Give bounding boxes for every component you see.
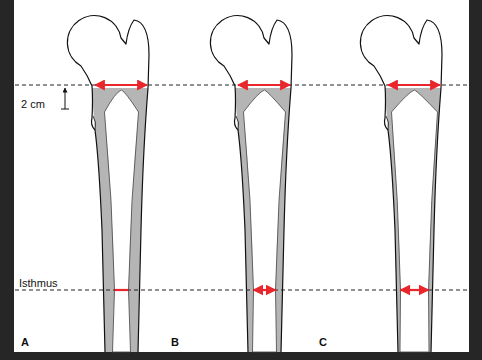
- isthmus-label: Isthmus: [17, 277, 60, 289]
- cortical-bone: [92, 88, 148, 352]
- femur-outline: [360, 16, 442, 352]
- medullary-canal: [244, 90, 286, 352]
- lesser-trochanter: [386, 116, 389, 130]
- panel-letter: B: [171, 336, 179, 348]
- isthmus-arrow: [401, 289, 429, 291]
- width-arrow: [95, 84, 147, 86]
- panel-letter: C: [319, 336, 327, 348]
- femur-outline: [210, 16, 292, 352]
- medullary-canal: [392, 90, 438, 352]
- isthmus-arrow: [254, 289, 276, 291]
- dimension-label: 2 cm: [21, 98, 45, 110]
- width-arrow: [388, 84, 440, 86]
- cortical-bone: [235, 88, 291, 352]
- isthmus-arrow: [115, 289, 129, 291]
- femur-outline: [67, 16, 149, 352]
- reference-line: [15, 85, 469, 86]
- lesser-trochanter: [236, 116, 239, 130]
- lesser-trochanter: [93, 116, 96, 130]
- panel-letter: A: [21, 336, 29, 348]
- cortical-bone: [385, 88, 441, 352]
- medullary-canal: [105, 90, 139, 352]
- distance-tick: [61, 109, 69, 110]
- width-arrow: [238, 84, 290, 86]
- isthmus-line: [15, 290, 469, 291]
- distance-bracket: [65, 88, 66, 109]
